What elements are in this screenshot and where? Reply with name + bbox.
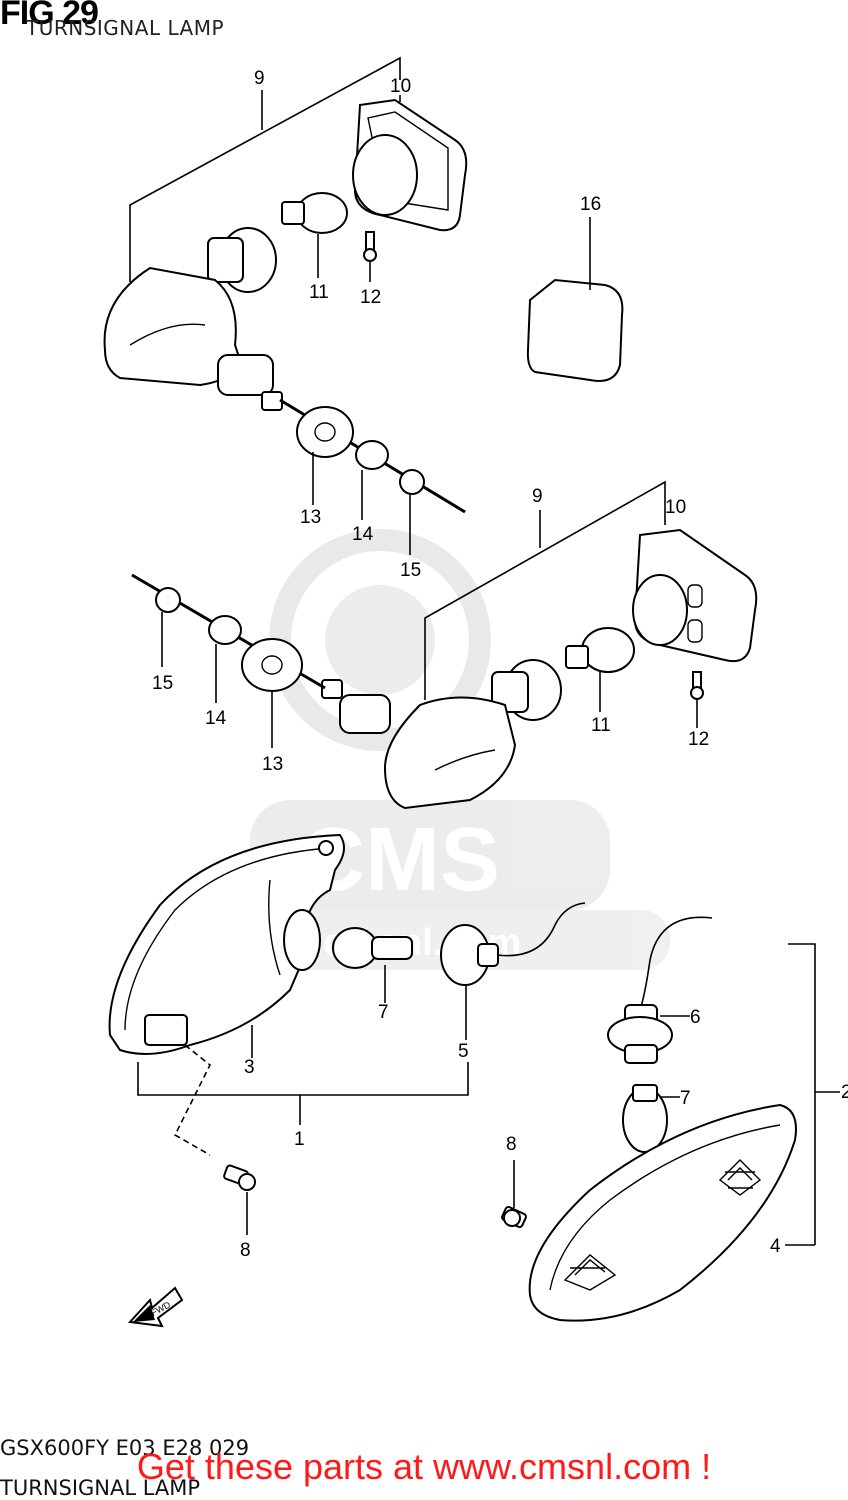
label-l5: 5 <box>458 1041 469 1062</box>
label-r4: 4 <box>770 1236 781 1257</box>
buy-parts-link[interactable]: Get these parts at www.cmsnl.com ! <box>136 1446 712 1487</box>
label-u16: 16 <box>580 194 601 215</box>
label-m13: 13 <box>262 754 283 775</box>
label-r7: 7 <box>680 1088 691 1109</box>
label-r2: 2 <box>841 1082 848 1103</box>
figure-number: FIG 29 <box>0 0 99 32</box>
label-l3: 3 <box>244 1057 255 1078</box>
label-m10: 10 <box>665 497 686 518</box>
label-u11: 11 <box>309 282 329 303</box>
label-r8: 8 <box>506 1134 517 1155</box>
label-u13: 13 <box>300 507 321 528</box>
label-l8: 8 <box>240 1240 251 1261</box>
label-l1: 1 <box>294 1129 305 1150</box>
label-m9: 9 <box>532 486 543 507</box>
label-u12: 12 <box>360 287 381 308</box>
lower-right-turnsignal-assembly: 2 4 6 7 8 <box>501 916 848 1322</box>
footer-title: TURNSIGNAL LAMP <box>0 1476 201 1500</box>
label-u15: 15 <box>400 560 421 581</box>
lower-left-turnsignal-assembly: 1 3 5 7 8 <box>108 833 586 1261</box>
footer-code: GSX600FY E03 E28 029 <box>0 1436 250 1460</box>
label-m14: 14 <box>205 708 227 729</box>
label-m11: 11 <box>591 715 611 736</box>
label-u10: 10 <box>390 76 411 97</box>
label-m15: 15 <box>152 673 173 694</box>
middle-turnsignal-assembly: 9 10 11 12 13 14 15 <box>131 480 758 810</box>
label-u14: 14 <box>352 524 374 545</box>
figure-subtitle: TURNSIGNAL LAMP <box>26 16 225 40</box>
upper-turnsignal-assembly: 9 10 11 12 13 14 15 16 <box>103 56 624 581</box>
fwd-arrow-icon: FWD <box>127 1286 184 1328</box>
label-r6: 6 <box>690 1007 701 1028</box>
label-u9: 9 <box>254 68 265 89</box>
label-m12: 12 <box>688 729 709 750</box>
label-l7: 7 <box>378 1002 389 1023</box>
